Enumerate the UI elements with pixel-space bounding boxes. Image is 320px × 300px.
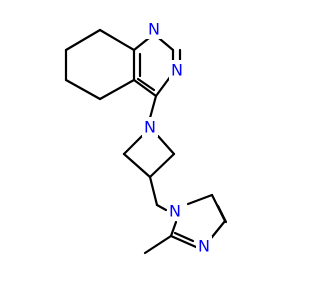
atom-label-imidazole-n1: N [169, 202, 181, 221]
bond [186, 193, 214, 206]
bond [148, 152, 176, 179]
atom-label-imidazole-n3: N [198, 237, 210, 256]
bond [216, 204, 228, 224]
bond [169, 220, 178, 238]
bond [148, 175, 159, 207]
bond [98, 28, 136, 52]
atom-label-n3: N [171, 61, 183, 80]
atom-label-layer: N N N N N [142, 19, 212, 256]
bond [156, 134, 176, 156]
bond [64, 28, 102, 52]
background [0, 0, 300, 300]
bond [136, 77, 156, 92]
molecule-canvas: N N N N N [0, 0, 300, 300]
bond [122, 134, 144, 156]
bond [173, 231, 195, 243]
bond [169, 234, 198, 249]
bond [98, 78, 136, 101]
bond [148, 94, 158, 120]
atom-label-azetidine-n: N [144, 118, 156, 137]
bond [64, 78, 102, 101]
atom-label-n1: N [148, 20, 160, 39]
bond [122, 152, 152, 179]
bond [143, 234, 173, 255]
structure-diagram: N N N N N [0, 0, 300, 300]
bond [155, 203, 168, 212]
bond [132, 78, 158, 98]
